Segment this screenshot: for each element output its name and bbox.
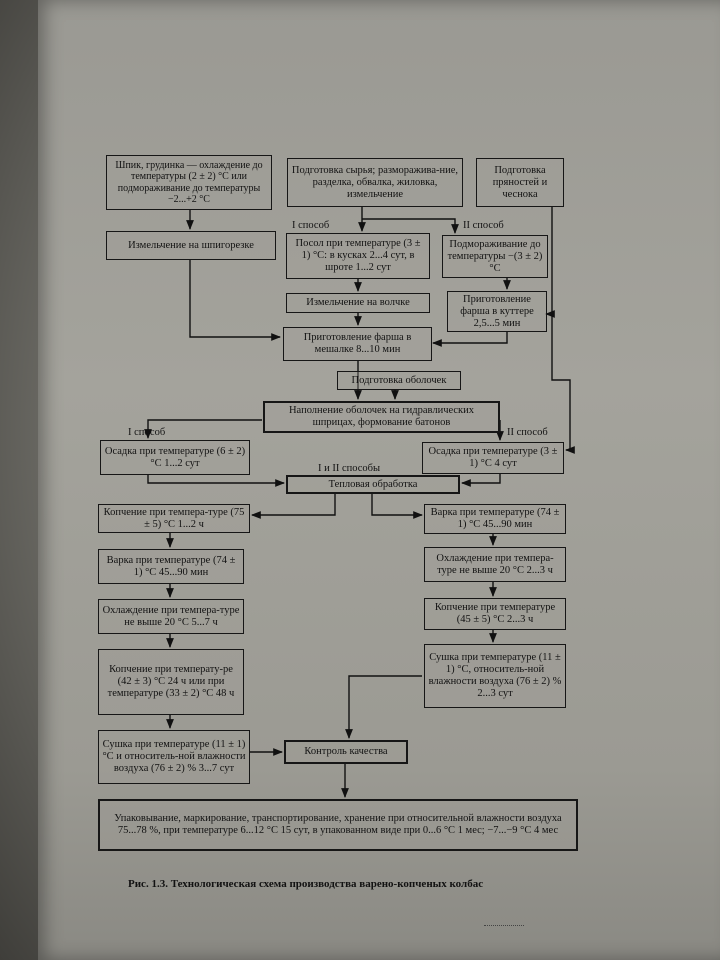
boiling-left-box: Варка при температуре (74 ± 1) °С 45...9… xyxy=(98,549,244,584)
smoking-right-box: Копчение при температуре (45 ± 5) °С 2..… xyxy=(424,598,566,630)
freezing-box: Подмораживание до температуры −(3 ± 2) °… xyxy=(442,235,548,278)
drying-right-box: Сушка при температуре (11 ± 1) °С, относ… xyxy=(424,644,566,708)
method-two-mid-label: II способ xyxy=(507,427,548,438)
figure-caption: Рис. 1.3. Технологическая схема производ… xyxy=(128,878,484,890)
raw-material-preparation-box: Подготовка сырья; разморажива-ние, разде… xyxy=(287,158,463,207)
shpik-preparation-box: Шпик, грудинка — охлаждение до температу… xyxy=(106,155,272,210)
smoking-second-box: Копчение при температу-ре (42 ± 3) °С 24… xyxy=(98,649,244,715)
drying-left-box: Сушка при температуре (11 ± 1) °С и отно… xyxy=(98,730,250,784)
packing-storage-box: Упаковывание, маркирование, транспортиро… xyxy=(98,799,578,851)
method-one-top-label: I способ xyxy=(292,220,330,231)
filling-forming-box: Наполнение оболочек на гидравлических шп… xyxy=(263,401,500,433)
boiling-right-box: Варка при температуре (74 ± 1) °С 45...9… xyxy=(424,504,566,534)
mixer-box: Приготовление фарша в мешалке 8...10 мин xyxy=(283,327,432,361)
settling-method-two-box: Осадка при температуре (3 ± 1) °С 4 сут xyxy=(422,442,564,474)
spices-preparation-box: Подготовка пряностей и чеснока xyxy=(476,158,564,207)
shpig-chopping-box: Измельчение на шпигорезке xyxy=(106,231,276,260)
cutter-box: Приготовление фарша в куттере 2,5...5 ми… xyxy=(447,291,547,332)
page-smudge xyxy=(484,925,524,931)
casing-preparation-box: Подготовка оболочек xyxy=(337,371,461,390)
quality-control-box: Контроль качества xyxy=(284,740,408,764)
cooling-left-box: Охлаждение при темпера-туре не выше 20 °… xyxy=(98,599,244,634)
method-one-mid-label: I способ xyxy=(128,427,166,438)
mincer-box: Измельчение на волчке xyxy=(286,293,430,313)
smoking-first-box: Копчение при темпера-туре (75 ± 5) °С 1.… xyxy=(98,504,250,533)
both-methods-label: I и II способы xyxy=(318,463,381,474)
settling-method-one-box: Осадка при температуре (6 ± 2) °С 1...2 … xyxy=(100,440,250,475)
cooling-right-box: Охлаждение при темпера-туре не выше 20 °… xyxy=(424,547,566,582)
salting-box: Посол при температуре (3 ± 1) °С: в куск… xyxy=(286,233,430,279)
thermal-treatment-box: Тепловая обработка xyxy=(286,475,460,494)
method-two-top-label: II способ xyxy=(463,220,504,231)
